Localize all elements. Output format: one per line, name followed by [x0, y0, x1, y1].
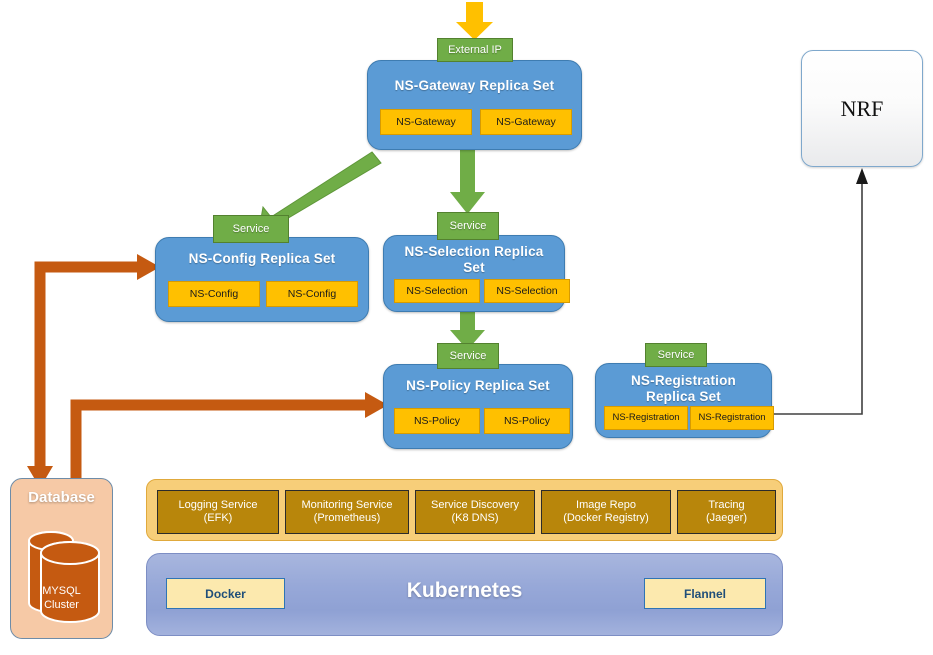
- infra-tile-logging[interactable]: Logging Service (EFK): [157, 490, 279, 534]
- infrastructure-services-bar: Logging Service (EFK) Monitoring Service…: [146, 479, 783, 541]
- platform-tile-flannel[interactable]: Flannel: [644, 578, 766, 609]
- infra-tile-monitoring[interactable]: Monitoring Service (Prometheus): [285, 490, 409, 534]
- pod-ns-gateway-2[interactable]: NS-Gateway: [480, 109, 572, 135]
- infra-tile-line2: (EFK): [203, 512, 233, 524]
- external-traffic-arrow: [456, 2, 493, 40]
- pod-ns-registration-2[interactable]: NS-Registration: [690, 406, 774, 430]
- service-label: Service: [449, 220, 487, 232]
- service-ns-registration[interactable]: Service: [645, 343, 707, 367]
- replica-set-ns-config[interactable]: NS-Config Replica Set NS-Config NS-Confi…: [155, 237, 369, 322]
- infra-tile-image-repo[interactable]: Image Repo (Docker Registry): [541, 490, 671, 534]
- service-label: Service: [657, 349, 695, 361]
- infra-tile-line1: Logging Service: [178, 499, 258, 511]
- infra-tile-line2: (Docker Registry): [563, 512, 649, 524]
- arrow-database-to-policy: [70, 392, 388, 490]
- replica-set-title: NS-Registration Replica Set: [630, 373, 736, 404]
- infra-tile-line2: (K8 DNS): [451, 512, 499, 524]
- service-label: Service: [232, 223, 270, 235]
- pod-ns-config-2[interactable]: NS-Config: [266, 281, 358, 307]
- replica-set-ns-gateway[interactable]: NS-Gateway Replica Set NS-Gateway NS-Gat…: [367, 60, 582, 150]
- service-ns-selection[interactable]: Service: [437, 212, 499, 240]
- mysql-cluster-label-line1: MYSQL: [42, 585, 81, 597]
- infra-tile-line2: (Jaeger): [706, 512, 747, 524]
- service-ns-policy[interactable]: Service: [437, 343, 499, 369]
- database-node[interactable]: Database MYSQL Cluster: [10, 478, 113, 639]
- mysql-cluster-label-line2: Cluster: [44, 599, 79, 611]
- infra-tile-line1: Image Repo: [576, 499, 636, 511]
- pod-ns-gateway-1[interactable]: NS-Gateway: [380, 109, 472, 135]
- infra-tile-line2: (Prometheus): [313, 512, 381, 524]
- arrowhead-into-database: [27, 466, 53, 488]
- external-ip-badge[interactable]: External IP: [437, 38, 513, 62]
- replica-set-title: NS-Gateway Replica Set: [394, 78, 555, 93]
- arrow-gateway-to-selection: [450, 150, 485, 214]
- replica-set-ns-selection[interactable]: NS-Selection Replica Set NS-Selection NS…: [383, 235, 570, 312]
- replica-set-ns-registration[interactable]: NS-Registration Replica Set NS-Registrat…: [595, 363, 774, 438]
- infra-tile-line1: Tracing: [708, 499, 745, 511]
- service-label: Service: [449, 350, 487, 362]
- replica-set-ns-policy[interactable]: NS-Policy Replica Set NS-Policy NS-Polic…: [383, 364, 573, 449]
- nrf-label: NRF: [840, 95, 884, 121]
- infra-tile-line1: Service Discovery: [430, 499, 520, 511]
- infra-tile-service-discovery[interactable]: Service Discovery (K8 DNS): [415, 490, 535, 534]
- arrow-selection-to-policy: [450, 310, 485, 350]
- external-ip-label: External IP: [448, 44, 502, 56]
- pod-ns-config-1[interactable]: NS-Config: [168, 281, 260, 307]
- service-ns-config[interactable]: Service: [213, 215, 289, 243]
- pod-ns-policy-1[interactable]: NS-Policy: [394, 408, 480, 434]
- mysql-cluster-icon: [28, 531, 100, 623]
- database-title: Database: [28, 489, 95, 506]
- pod-ns-selection-1[interactable]: NS-Selection: [394, 279, 480, 303]
- nrf-node[interactable]: NRF: [801, 50, 923, 167]
- platform-tile-docker[interactable]: Docker: [166, 578, 285, 609]
- kubernetes-platform-bar: Kubernetes Docker Flannel: [146, 553, 783, 636]
- infra-tile-tracing[interactable]: Tracing (Jaeger): [677, 490, 776, 534]
- pod-ns-selection-2[interactable]: NS-Selection: [484, 279, 570, 303]
- kubernetes-title: Kubernetes: [406, 579, 523, 602]
- pod-ns-policy-2[interactable]: NS-Policy: [484, 408, 570, 434]
- infra-tile-line1: Monitoring Service: [301, 499, 393, 511]
- pod-ns-registration-1[interactable]: NS-Registration: [604, 406, 688, 430]
- replica-set-title: NS-Selection Replica Set: [404, 244, 544, 275]
- replica-set-title: NS-Config Replica Set: [188, 251, 336, 266]
- replica-set-title: NS-Policy Replica Set: [406, 378, 550, 393]
- connector-registration-to-nrf: [772, 168, 868, 415]
- arrow-database-to-config: [34, 254, 160, 490]
